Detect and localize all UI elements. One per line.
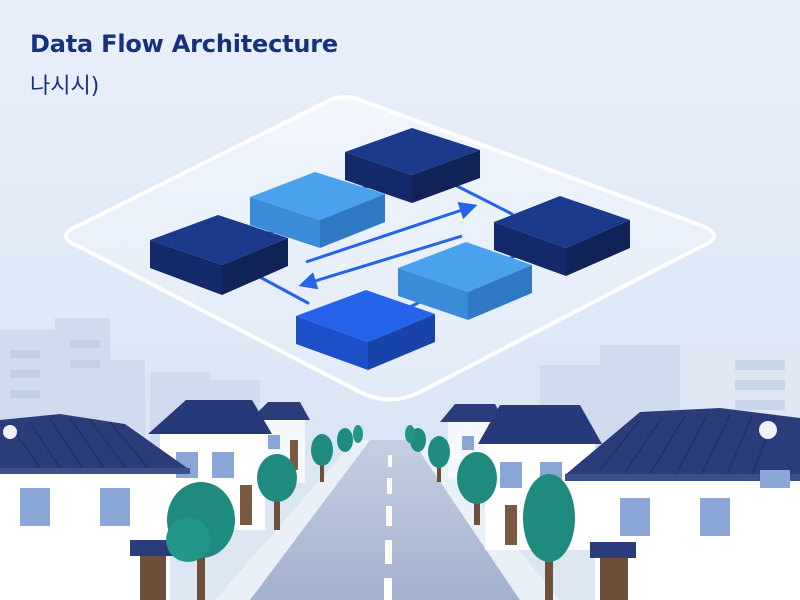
tree-right-mid [457,452,497,525]
node-right [494,196,630,276]
tree-right-back [405,425,450,482]
distant-building-windows [10,340,785,410]
node-left [150,215,288,295]
trees [166,425,575,600]
tree-right-front [523,474,575,600]
house-left-front [0,414,190,600]
road-lane-markings [384,455,392,600]
tree-left-front [166,482,235,600]
tree-left-mid [257,454,297,530]
arrow-to-left [298,234,463,290]
tree-left-back [311,425,363,482]
house-right-front [565,408,800,600]
node-bottom [296,290,435,370]
node-upper-left [250,172,385,248]
arrow-to-right [305,202,478,264]
road-sidewalk-left [215,440,370,600]
road [250,440,520,600]
page-title: Data Flow Architecture [30,30,338,58]
page-subtitle: 나시시) [30,74,100,99]
node-top [345,128,480,203]
title-block: Data Flow Architecture 나시시) [30,30,338,100]
node-center-right [398,242,532,320]
diagram-platform [64,95,716,402]
